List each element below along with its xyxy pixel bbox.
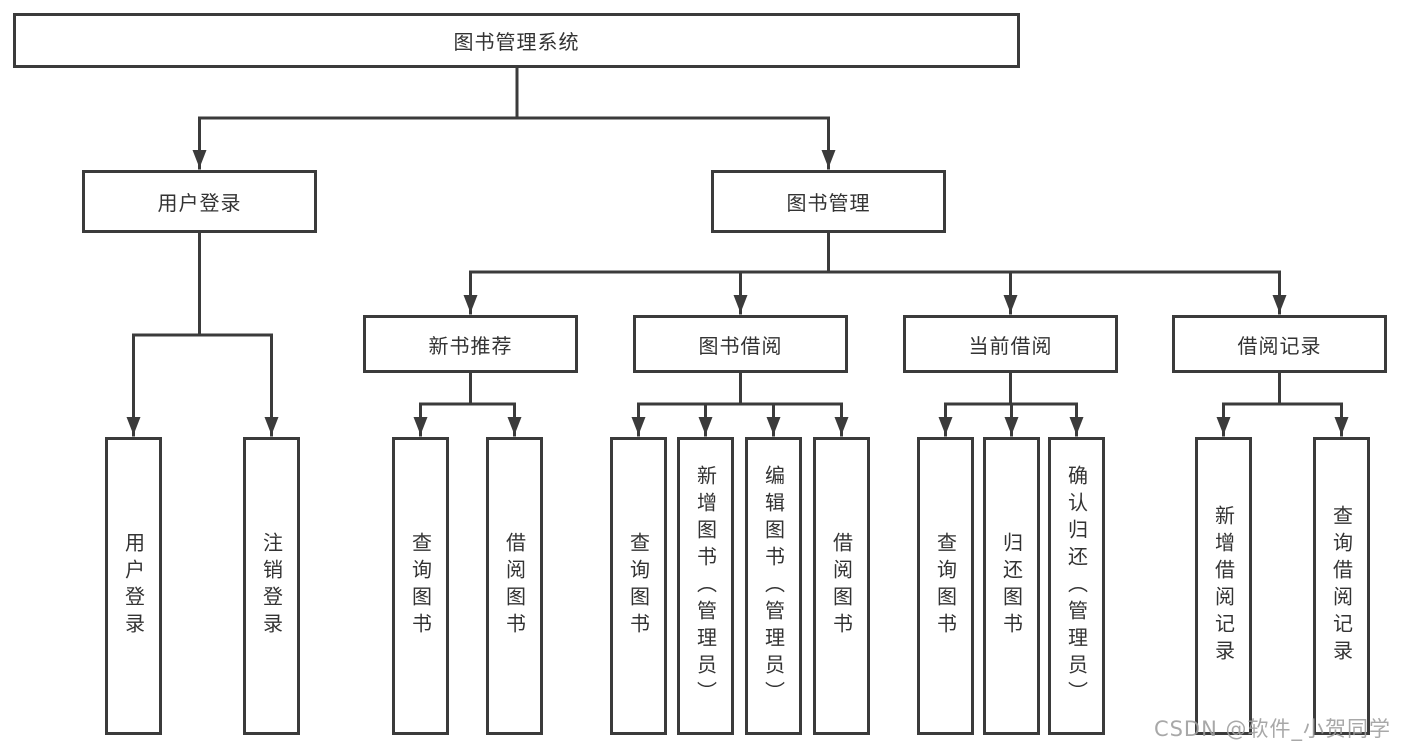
node-leaf-add-borrow-record: 新增借阅记录 xyxy=(1195,437,1252,735)
node-user-login-branch: 用户登录 xyxy=(82,170,317,233)
node-library-management-system: 图书管理系统 xyxy=(13,13,1020,68)
node-leaf-query-books-recommend: 查询图书 xyxy=(392,437,449,735)
node-leaf-add-books-admin: 新增图书（管理员） xyxy=(677,437,734,735)
node-leaf-borrow-books: 借阅图书 xyxy=(813,437,870,735)
node-book-management-branch: 图书管理 xyxy=(711,170,946,233)
csdn-watermark: CSDN @软件_小贺同学 xyxy=(1153,717,1391,741)
node-leaf-query-books-current: 查询图书 xyxy=(917,437,974,735)
node-leaf-edit-books-admin: 编辑图书（管理员） xyxy=(745,437,802,735)
node-current-borrow: 当前借阅 xyxy=(903,315,1118,373)
node-leaf-query-books-borrow: 查询图书 xyxy=(610,437,667,735)
node-leaf-logout: 注销登录 xyxy=(243,437,300,735)
node-book-borrow: 图书借阅 xyxy=(633,315,848,373)
node-leaf-confirm-return-admin: 确认归还（管理员） xyxy=(1048,437,1105,735)
node-leaf-borrow-books-recommend: 借阅图书 xyxy=(486,437,543,735)
node-leaf-query-borrow-record: 查询借阅记录 xyxy=(1313,437,1370,735)
node-leaf-user-login: 用户登录 xyxy=(105,437,162,735)
node-leaf-return-books: 归还图书 xyxy=(983,437,1040,735)
node-new-book-recommend: 新书推荐 xyxy=(363,315,578,373)
node-borrow-records: 借阅记录 xyxy=(1172,315,1387,373)
